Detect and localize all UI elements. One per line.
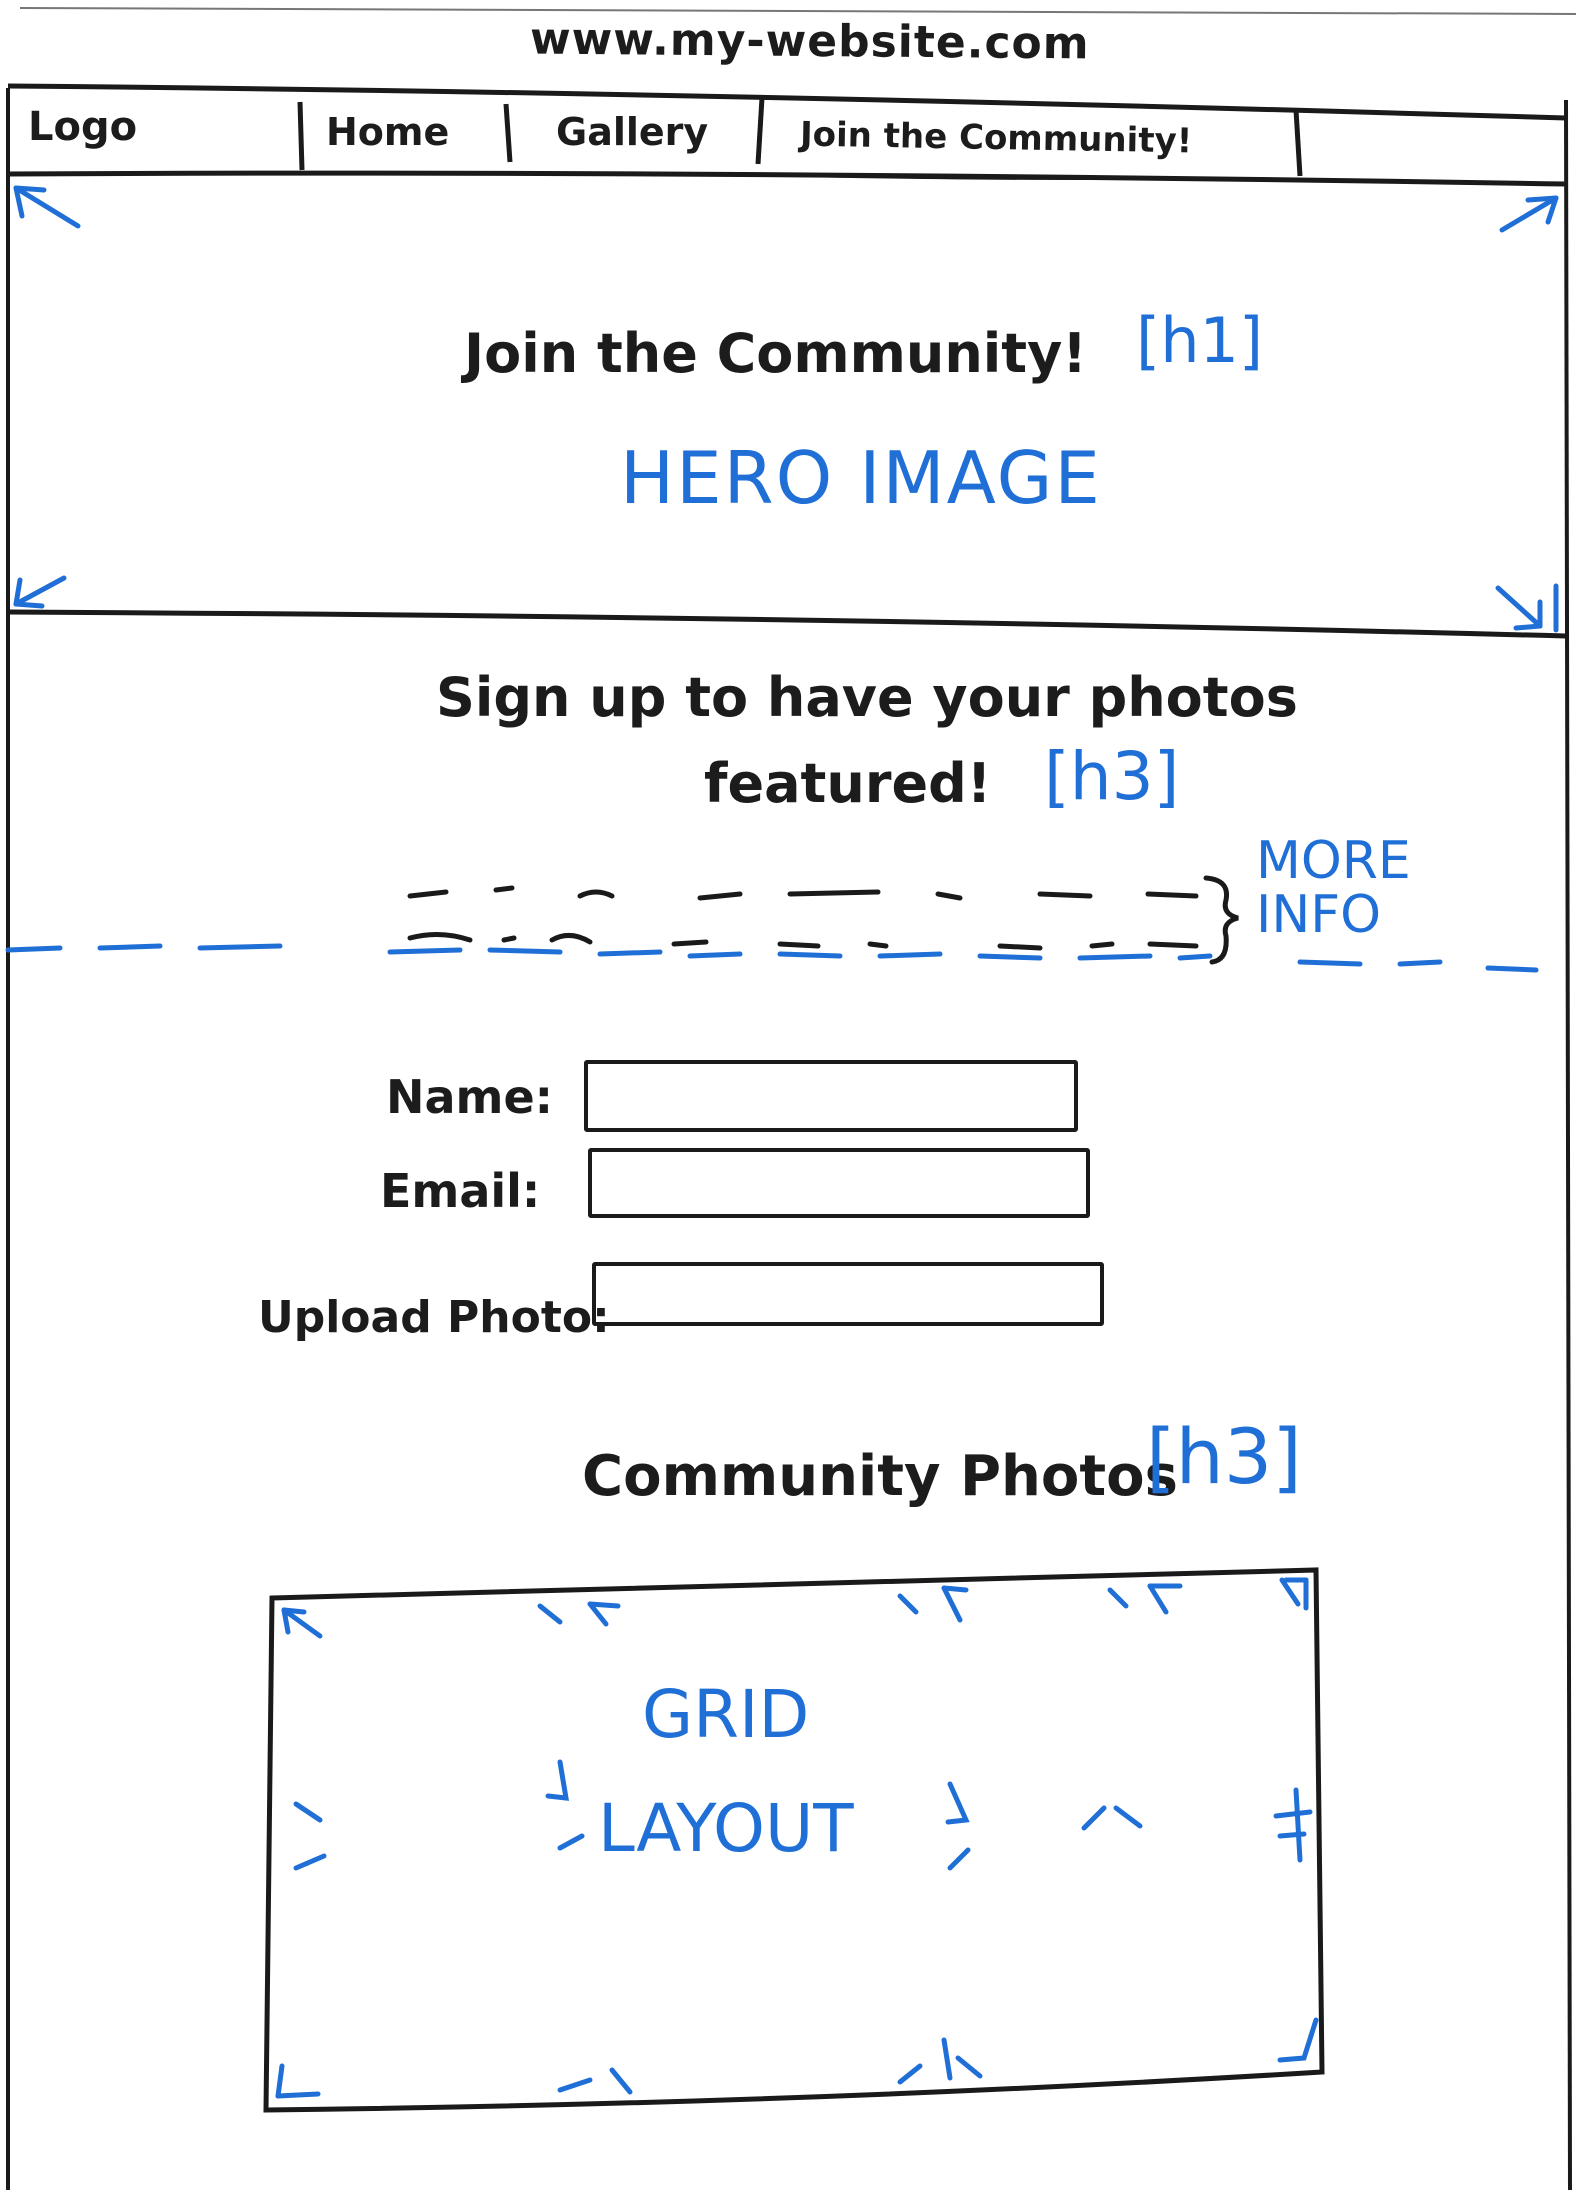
hero-image-placeholder: HERO IMAGE: [620, 436, 1102, 520]
nav-item-home[interactable]: Home: [326, 110, 450, 154]
more-info-text: MORE INFO: [1256, 831, 1411, 945]
nav-item-join-the-community[interactable]: Join the Community!: [799, 114, 1193, 162]
browser-url: www.my-website.com: [529, 13, 1090, 70]
logo[interactable]: Logo: [28, 104, 138, 150]
upload-photo-label: Upload Photo:: [258, 1292, 610, 1343]
hero-heading: Join the Community!: [464, 322, 1087, 385]
intro-heading-tag: [h3]: [1044, 738, 1180, 815]
email-field[interactable]: [588, 1148, 1090, 1218]
grid-label-line2: LAYOUT: [598, 1790, 854, 1867]
more-info-note: MORE INFO: [1256, 834, 1496, 942]
grid-label-line1: GRID: [642, 1676, 810, 1753]
photo-grid: GRID LAYOUT: [272, 1590, 1318, 2102]
community-photos-heading: Community Photos: [582, 1444, 1178, 1509]
email-label: Email:: [380, 1164, 541, 1218]
name-label: Name:: [386, 1070, 554, 1124]
intro-heading-line2: featured!: [704, 752, 992, 815]
community-photos-heading-tag: [h3]: [1146, 1412, 1302, 1501]
nav-item-gallery[interactable]: Gallery: [556, 110, 709, 154]
intro-heading-line1: Sign up to have your photos: [436, 666, 1298, 729]
name-field[interactable]: [584, 1060, 1078, 1132]
upload-photo-field[interactable]: [592, 1262, 1104, 1326]
hero-heading-tag: [h1]: [1136, 304, 1264, 377]
